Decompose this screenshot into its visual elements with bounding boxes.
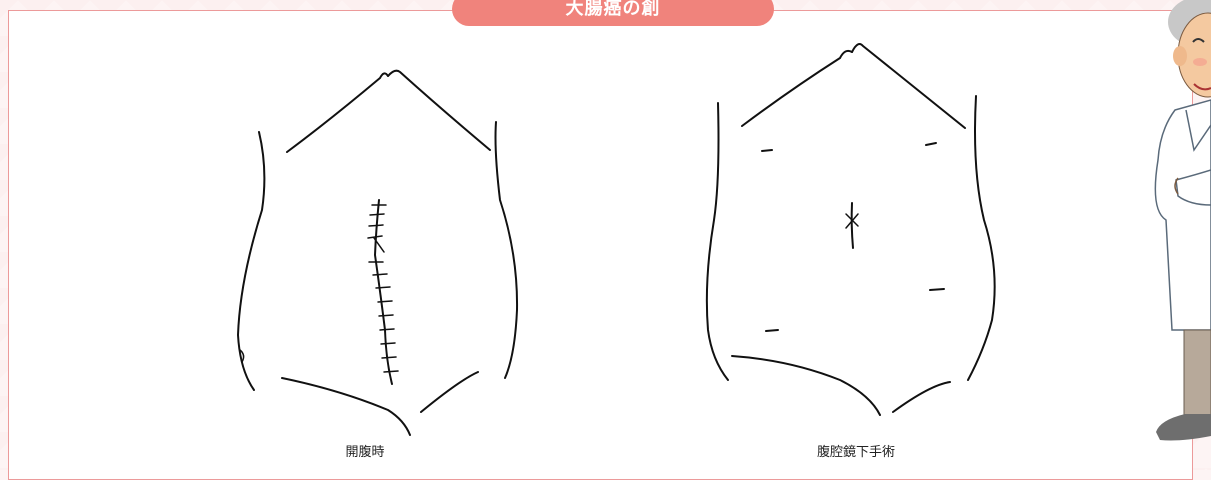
torso-left-hip-right	[420, 371, 479, 413]
torso-left-neckline-right	[387, 69, 491, 151]
midline-incision	[374, 199, 393, 385]
suture	[378, 314, 394, 317]
port-incision	[761, 149, 773, 152]
suture	[369, 213, 385, 216]
suture	[375, 286, 391, 289]
torso-right-side-right	[967, 95, 996, 381]
suture	[383, 370, 399, 373]
doctor-shoe	[1156, 414, 1211, 441]
umbilical-port	[850, 202, 854, 249]
suture	[372, 273, 388, 276]
port-incision	[929, 288, 945, 291]
port-incision	[765, 329, 779, 332]
illustration-canvas	[237, 0, 1211, 441]
torso-left-hip-left	[281, 377, 411, 436]
doctor-mouth	[1193, 83, 1211, 91]
suture	[373, 237, 385, 253]
torso-left-side	[237, 131, 266, 391]
doctor-eye	[1192, 38, 1205, 43]
doctor-cheek	[1193, 58, 1207, 66]
suture	[368, 224, 384, 227]
caption-laparoscopic-surgery: 腹腔鏡下手術	[816, 445, 895, 460]
suture	[379, 328, 395, 331]
incision-sutures	[367, 204, 399, 373]
suture	[381, 356, 397, 359]
torso-right-side	[705, 102, 729, 381]
section-title: 大腸癌の創	[452, 0, 774, 26]
doctor-collar	[1185, 109, 1211, 152]
port-incision	[925, 142, 937, 146]
torso-right-hip-right	[892, 381, 951, 413]
torso-left-navel-mark	[239, 349, 245, 363]
suture	[367, 235, 383, 239]
doctor-coat	[1154, 99, 1211, 331]
torso-open-surgery	[237, 69, 519, 436]
doctor-trousers	[1183, 329, 1211, 419]
caption-open-surgery: 開腹時	[345, 445, 385, 460]
torso-left-neckline	[286, 72, 389, 153]
doctor-arm	[1175, 169, 1211, 206]
suture	[377, 300, 393, 303]
suture	[380, 342, 396, 345]
illustration-frame	[8, 10, 1193, 480]
doctor-ear	[1173, 46, 1187, 66]
torso-right-hip-left	[731, 355, 881, 416]
torso-right-neckline	[741, 49, 853, 127]
torso-laparoscopic-surgery	[705, 43, 996, 416]
doctor-illustration	[1154, 0, 1211, 441]
torso-left-side-right	[494, 121, 519, 379]
doctor-hand	[1174, 177, 1179, 195]
umbilical-port-mark	[845, 213, 859, 229]
torso-right-neckline-right	[851, 43, 966, 129]
